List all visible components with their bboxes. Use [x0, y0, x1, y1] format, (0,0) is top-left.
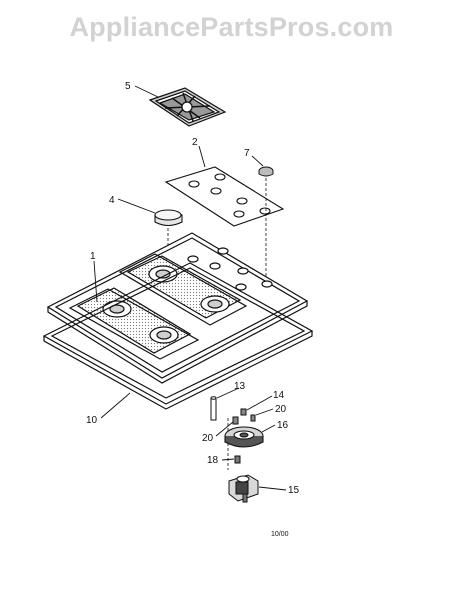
callout-1: 1 [90, 251, 96, 262]
screw-parts [232, 408, 256, 425]
grate-part [148, 87, 227, 127]
cover-plate-part [164, 166, 285, 227]
callout-10: 10 [86, 415, 98, 426]
callout-5: 5 [125, 81, 131, 92]
callout-7: 7 [244, 148, 250, 159]
small-screw-part [234, 455, 241, 464]
plug-part [258, 166, 274, 177]
callout-15: 15 [288, 485, 300, 496]
knob-cap-part [154, 209, 183, 227]
callout-16: 16 [277, 420, 289, 431]
revision-code: 10/00 [271, 531, 289, 538]
burner-base-part [224, 426, 264, 448]
callout-18: 18 [207, 455, 219, 466]
valve-part [228, 474, 259, 503]
gasket-part [42, 262, 314, 410]
callout-4: 4 [109, 195, 115, 206]
callout-20-left: 20 [202, 433, 214, 444]
callout-13: 13 [234, 381, 246, 392]
callout-14: 14 [273, 390, 285, 401]
callout-2: 2 [192, 137, 198, 148]
watermark-text: AppliancePartsPros.com [69, 12, 394, 42]
pin-part [210, 396, 217, 421]
callout-20-right: 20 [275, 404, 287, 415]
leader-lines [93, 85, 287, 491]
cooktop-part [46, 232, 309, 384]
